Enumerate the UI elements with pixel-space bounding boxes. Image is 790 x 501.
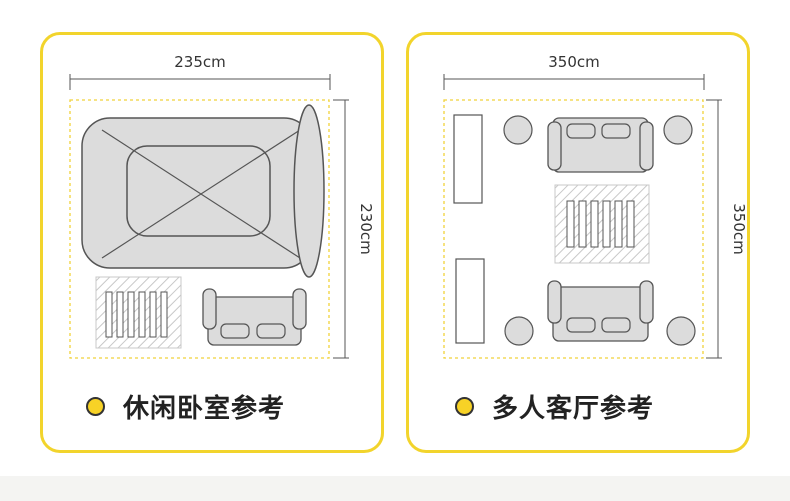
bedroom-rug xyxy=(95,276,182,349)
bedroom-caption: 休闲卧室参考 xyxy=(86,388,285,425)
bedroom-plan: 235cm 230cm xyxy=(69,53,375,359)
side-table-top-right xyxy=(663,115,693,145)
side-table-bottom-left xyxy=(504,316,534,346)
bullet-icon xyxy=(86,397,105,416)
headboard xyxy=(293,104,325,278)
bedroom-width-dimension: 235cm xyxy=(69,53,331,90)
bedroom-caption-text: 休闲卧室参考 xyxy=(123,394,286,424)
living-room-width-label: 350cm xyxy=(548,53,600,71)
bullet-icon xyxy=(455,397,474,416)
living-room-height-dimension: 350cm xyxy=(706,99,748,359)
bed xyxy=(81,104,325,278)
sofa-top xyxy=(547,117,654,173)
bedroom-height-label: 230cm xyxy=(357,203,375,255)
bedroom-width-label: 235cm xyxy=(174,53,226,71)
living-room-width-dimension: 350cm xyxy=(443,53,705,90)
sofa-bottom xyxy=(547,280,654,342)
living-room-caption: 多人客厅参考 xyxy=(455,388,654,425)
bedroom-sofa xyxy=(202,288,307,346)
living-room-rug xyxy=(554,184,650,264)
living-room-height-label: 350cm xyxy=(730,203,748,255)
bedroom-height-dimension: 230cm xyxy=(333,99,375,359)
side-table-top-left xyxy=(503,115,533,145)
living-room-plan: 350cm 350cm xyxy=(443,53,748,359)
living-room-caption-text: 多人客厅参考 xyxy=(492,394,655,424)
cabinet-bottom xyxy=(455,258,485,344)
cabinet-top xyxy=(453,114,483,204)
side-table-bottom-right xyxy=(666,316,696,346)
